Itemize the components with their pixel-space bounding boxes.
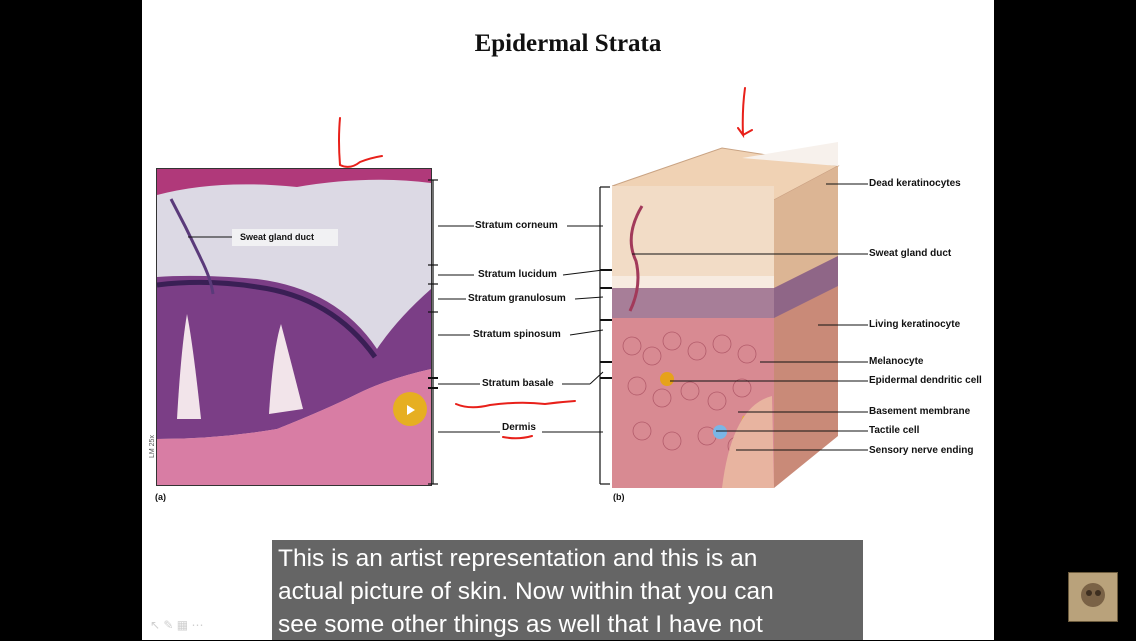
label-dead-keratinocytes: Dead keratinocytes [869, 178, 961, 189]
label-sensory-nerve-ending: Sensory nerve ending [869, 445, 974, 456]
label-stratum-spinosum: Stratum spinosum [473, 329, 561, 340]
panel-b-label: (b) [613, 492, 625, 502]
caption-line-3: see some other things as well that I hav… [278, 611, 763, 638]
label-stratum-granulosum: Stratum granulosum [468, 293, 566, 304]
label-stratum-lucidum: Stratum lucidum [478, 269, 557, 280]
skin-diagram [612, 142, 840, 488]
panel-a-label: (a) [155, 492, 166, 502]
label-living-keratinocyte: Living keratinocyte [869, 319, 961, 330]
label-basement-membrane: Basement membrane [869, 406, 971, 417]
label-stratum-basale: Stratum basale [482, 378, 554, 389]
slide-title: Epidermal Strata [474, 30, 662, 57]
label-epidermal-dendritic-cell: Epidermal dendritic cell [869, 375, 982, 386]
micrograph-image [156, 168, 432, 486]
subtitle-caption: This is an artist representation and thi… [272, 540, 863, 640]
label-sweat-gland-duct-b: Sweat gland duct [869, 248, 952, 259]
label-melanocyte: Melanocyte [869, 356, 924, 367]
webcam-thumbnail [1068, 572, 1118, 622]
slide-toolbar-icons[interactable]: ↖ ✎ ▦ ⋯ [150, 618, 204, 632]
caption-line-1: This is an artist representation and thi… [278, 545, 758, 572]
label-tactile-cell: Tactile cell [869, 425, 920, 436]
label-stratum-corneum: Stratum corneum [475, 220, 558, 231]
label-dermis: Dermis [502, 422, 536, 433]
sweat-gland-duct-label-a: Sweat gland duct [232, 229, 338, 246]
caption-line-2: actual picture of skin. Now within that … [278, 578, 774, 605]
